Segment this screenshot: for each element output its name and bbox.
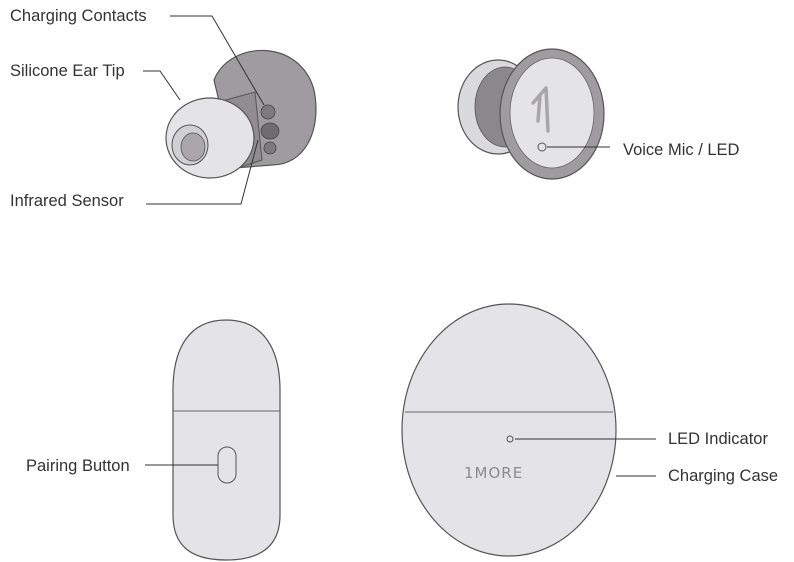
ear-tip-nozzle-inner xyxy=(180,132,206,162)
case-side-view xyxy=(172,319,281,561)
label-voice-mic-led: Voice Mic / LED xyxy=(623,141,740,159)
led-indicator-dot xyxy=(506,435,514,443)
earbud-side-view xyxy=(165,49,317,179)
label-pairing-button: Pairing Button xyxy=(26,457,130,475)
pairing-button-shape xyxy=(217,446,237,484)
earbud-front-view xyxy=(457,48,605,180)
case-front-body xyxy=(401,303,617,557)
infrared-sensor-dot xyxy=(260,122,280,140)
case-front-view xyxy=(401,303,617,557)
label-charging-contacts: Charging Contacts xyxy=(10,7,147,25)
case-logo-text: 1MORE xyxy=(464,464,524,482)
leader-infrared-sensor xyxy=(146,139,259,205)
label-infrared-sensor: Infrared Sensor xyxy=(10,192,124,210)
front-face xyxy=(509,57,595,169)
leader-silicone-ear-tip xyxy=(143,70,181,101)
charging-contact-dot xyxy=(260,104,276,120)
label-led-indicator: LED Indicator xyxy=(668,430,768,448)
label-charging-case: Charging Case xyxy=(668,467,779,485)
charging-contact-dot-lower xyxy=(263,141,277,155)
label-silicone-ear-tip: Silicone Ear Tip xyxy=(10,62,125,80)
earbud-logo-mark xyxy=(531,86,550,133)
leader-lines xyxy=(143,15,656,477)
voice-mic-dot xyxy=(537,142,547,152)
leader-charging-contacts xyxy=(170,15,265,106)
case-side-body xyxy=(172,319,281,561)
